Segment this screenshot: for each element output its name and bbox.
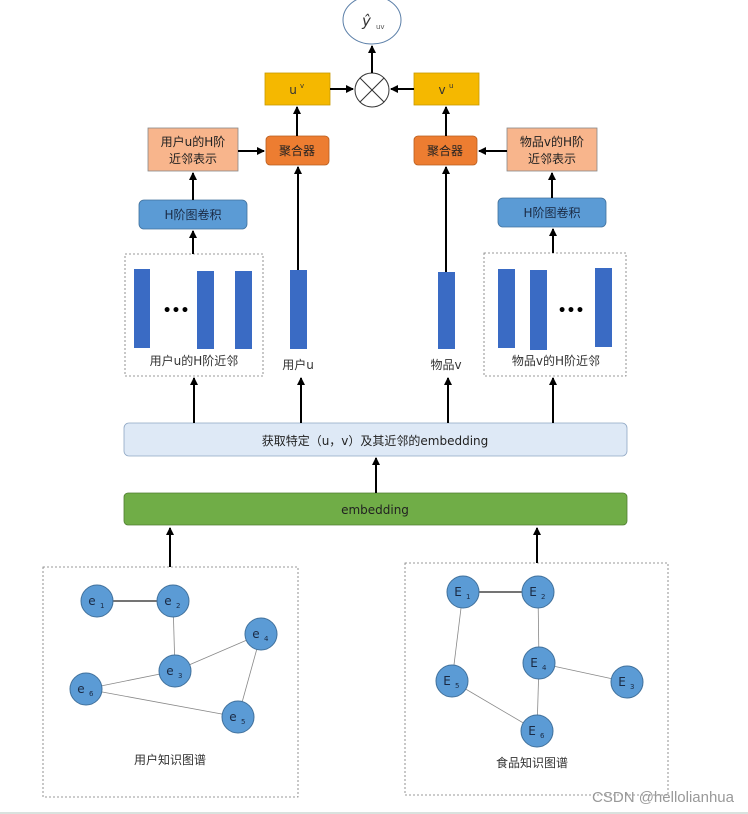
- aggregator-left-label: 聚合器: [279, 143, 315, 158]
- kg-node-subscript: 6: [540, 732, 545, 740]
- user-neighbors-group: ••• 用户u的H阶近邻: [124, 253, 264, 377]
- embedding-lookup-label: 获取特定（u，v）及其近邻的embedding: [262, 433, 489, 448]
- user-neighbor-repr-box: 用户u的H阶 近邻表示: [147, 127, 239, 172]
- aggregator-right-label: 聚合器: [427, 143, 463, 158]
- ellipsis: •••: [558, 303, 585, 319]
- embedding-bar: embedding: [123, 492, 628, 526]
- item-neighbor-repr-line2: 近邻表示: [528, 152, 576, 166]
- embedding-vector-bar: [235, 271, 252, 349]
- kg-node-label: e: [88, 594, 95, 608]
- embedding-vector-bar: [438, 272, 455, 349]
- aggregator-left: 聚合器: [265, 135, 330, 166]
- item-neighbor-repr-box: 物品v的H阶 近邻表示: [506, 127, 598, 172]
- kg-node-subscript: 2: [176, 602, 180, 610]
- kg-node-subscript: 3: [630, 683, 634, 691]
- kg-edge: [85, 688, 239, 718]
- kg-node-label: E: [618, 675, 626, 689]
- kg-node-label: e: [77, 682, 84, 696]
- graph-conv-right-label: H阶图卷积: [523, 205, 580, 220]
- aggregator-right: 聚合器: [413, 135, 478, 166]
- kg-node-label: e: [164, 594, 171, 608]
- embedding-vector-bar: [530, 270, 547, 350]
- embedding-lookup-bar: 获取特定（u，v）及其近邻的embedding: [123, 422, 628, 457]
- user-final-vector-label: u: [289, 83, 297, 97]
- embedding-vector-bar: [197, 271, 214, 349]
- ellipsis: •••: [163, 303, 190, 319]
- item-vector: 物品v: [430, 272, 462, 372]
- kg-node-subscript: 4: [542, 664, 547, 672]
- kg-node-label: E: [530, 656, 538, 670]
- kg-node-subscript: 5: [241, 718, 245, 726]
- food-kg-label: 食品知识图谱: [496, 755, 568, 770]
- item-neighbor-repr-line1: 物品v的H阶: [520, 134, 584, 149]
- kg-node-subscript: 4: [264, 635, 269, 643]
- kg-node-subscript: 6: [89, 690, 94, 698]
- user-vector-label: 用户u: [282, 357, 314, 372]
- user-kg-label: 用户知识图谱: [134, 752, 206, 767]
- user-final-vector-sup: v: [300, 82, 304, 90]
- embedding-vector-bar: [134, 269, 150, 348]
- embedding-vector-bar: [498, 269, 515, 348]
- item-final-vector-label: v: [438, 83, 445, 97]
- kg-node-label: e: [229, 710, 236, 724]
- user-neighbor-repr-line2: 近邻表示: [169, 152, 217, 166]
- prediction-subscript: uv: [376, 23, 385, 31]
- item-neighbors-group: ••• 物品v的H阶近邻: [483, 252, 627, 377]
- user-vector: 用户u: [282, 270, 314, 372]
- kg-node-label: E: [443, 674, 451, 688]
- embedding-vector-bar: [290, 270, 307, 349]
- prediction-node: ŷ uv: [342, 0, 402, 45]
- item-vector-label: 物品v: [430, 358, 461, 372]
- embedding-label: embedding: [341, 503, 409, 517]
- user-neighbors-label: 用户u的H阶近邻: [150, 353, 239, 368]
- graph-conv-left: H阶图卷积: [138, 199, 248, 230]
- kg-node-label: E: [454, 585, 462, 599]
- kg-node-label: e: [166, 664, 173, 678]
- kg-node-label: e: [252, 627, 259, 641]
- kg-node-subscript: 2: [541, 593, 545, 601]
- kg-node-subscript: 3: [178, 672, 182, 680]
- item-neighbors-label: 物品v的H阶近邻: [512, 353, 600, 368]
- item-final-vector-box: v u: [413, 72, 480, 106]
- kg-node-label: E: [528, 724, 536, 738]
- graph-conv-right: H阶图卷积: [497, 197, 607, 228]
- user-final-vector-box: u v: [264, 72, 331, 106]
- item-final-vector-sup: u: [449, 82, 453, 90]
- kg-node-subscript: 1: [100, 602, 104, 610]
- kg-node-label: E: [529, 585, 537, 599]
- user-neighbor-repr-line1: 用户u的H阶: [161, 134, 226, 149]
- prediction-label: ŷ: [361, 12, 372, 30]
- embedding-vector-bar: [595, 268, 612, 347]
- bottom-divider: [0, 812, 748, 814]
- kg-node-subscript: 1: [466, 593, 470, 601]
- graph-conv-left-label: H阶图卷积: [164, 207, 221, 222]
- multiply-operator-icon: [354, 72, 390, 108]
- kg-node-subscript: 5: [455, 682, 459, 690]
- watermark: CSDN @hellolianhua: [592, 789, 734, 806]
